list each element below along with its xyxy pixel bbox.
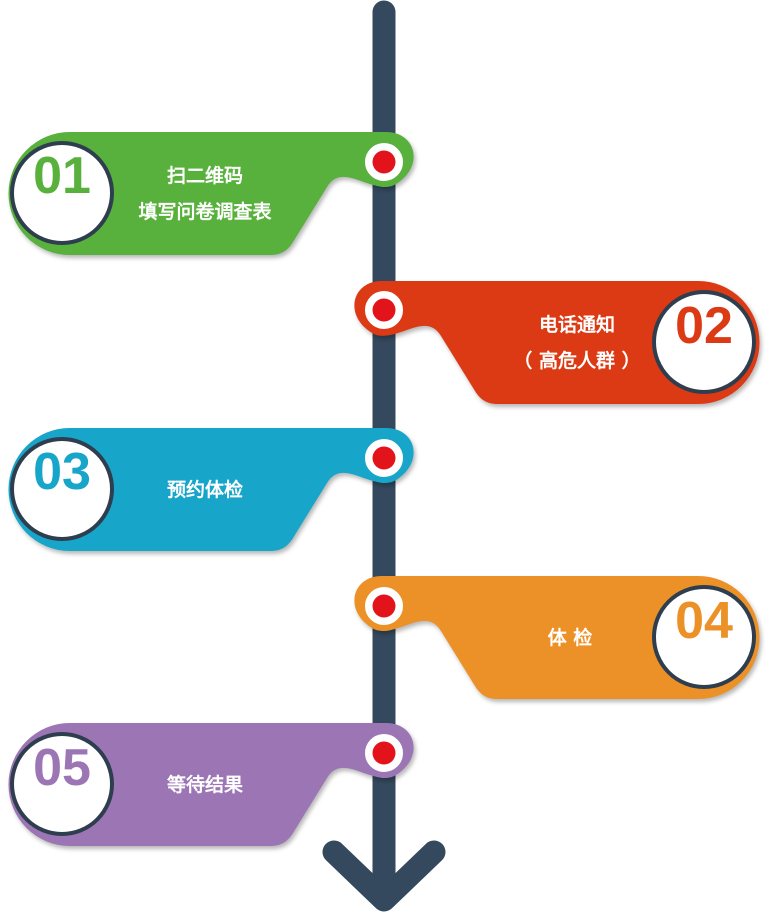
step-03-banner: [8, 428, 414, 551]
step-04-label-line: 体 检: [548, 626, 593, 649]
step-05: 05 等待结果: [8, 723, 414, 846]
step-02-label-line: 电话通知: [539, 313, 615, 336]
step-04-badge: [652, 585, 756, 689]
step-02: 02 电话通知 （ 高危人群 ）: [354, 281, 760, 404]
step-01-node-dot: [372, 150, 396, 174]
step-01-label-line: 填写问卷调查表: [138, 200, 272, 223]
step-01-label-line: 扫二维码: [167, 164, 243, 187]
step-03-label-line: 预约体检: [167, 478, 243, 501]
step-03: 03 预约体检: [8, 428, 414, 551]
step-05-number: 05: [33, 739, 91, 797]
step-01-number: 01: [33, 147, 91, 205]
step-05-label-line: 等待结果: [166, 773, 243, 796]
step-05-banner: [8, 723, 414, 846]
step-02-node-dot: [372, 298, 396, 322]
step-03-badge: [10, 437, 114, 541]
step-04: 04 体 检: [354, 576, 760, 699]
step-03-node-dot: [372, 446, 396, 470]
step-03-number: 03: [33, 443, 91, 501]
step-02-badge: [652, 290, 756, 394]
step-02-number: 02: [675, 297, 733, 355]
step-05-badge: [10, 732, 114, 836]
step-02-banner: [354, 281, 760, 404]
step-04-banner: [354, 576, 760, 699]
step-05-node-dot: [372, 741, 396, 765]
step-01-banner: [8, 132, 414, 255]
axis-arrowhead: [322, 840, 446, 912]
step-02-label-line: （ 高危人群 ）: [513, 349, 640, 372]
step-01-badge: [10, 141, 114, 245]
step-04-number: 04: [675, 592, 733, 650]
step-04-node-dot: [372, 594, 396, 618]
